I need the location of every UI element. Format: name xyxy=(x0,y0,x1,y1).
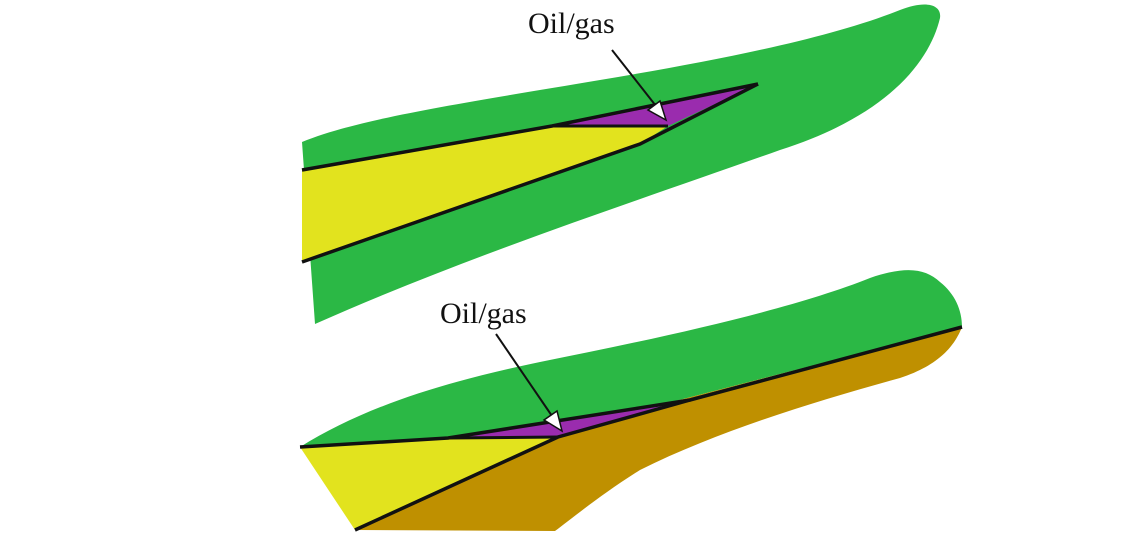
lower-panel: Oil/gas xyxy=(299,270,963,532)
lower-top-boundary xyxy=(299,325,963,449)
upper-arrow-head xyxy=(646,99,668,122)
lower-sandstone-layer xyxy=(300,437,558,530)
lower-oil-water-contact xyxy=(447,435,559,440)
upper-cap-rock xyxy=(302,4,941,325)
upper-oil-gas-label: Oil/gas xyxy=(528,7,615,40)
lower-basement xyxy=(355,327,962,531)
upper-panel: Oil/gas xyxy=(301,4,941,325)
lower-arrow-head xyxy=(542,409,564,433)
upper-bottom-boundary xyxy=(301,82,759,264)
lower-oil-gas-label: Oil/gas xyxy=(440,297,527,330)
upper-arrow-shaft xyxy=(611,49,657,107)
upper-sandstone-layer xyxy=(302,126,668,262)
lower-cap-rock xyxy=(300,270,962,447)
lower-arrow-shaft xyxy=(495,333,553,417)
